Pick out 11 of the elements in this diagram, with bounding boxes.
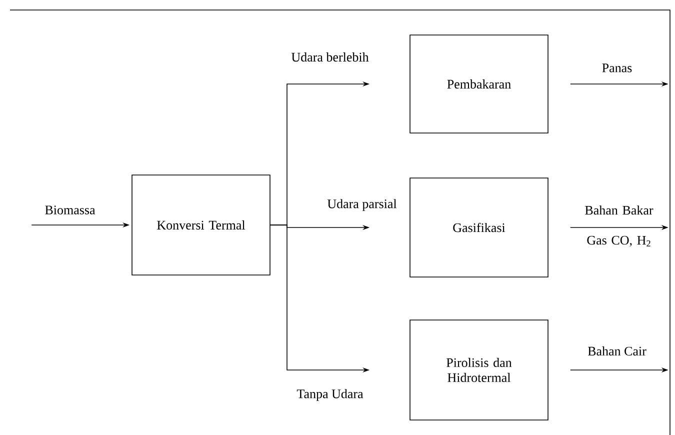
edge-label: Biomassa <box>45 206 96 214</box>
edge-label: Bahan Cair <box>588 346 646 356</box>
edge-label: Tanpa Udara <box>296 389 364 401</box>
process-box: Gasifikasi <box>410 178 548 278</box>
edge-label: Udara berlebih <box>291 52 369 62</box>
edge-label: Panas <box>602 64 632 72</box>
process-box: Konversi Termal <box>132 174 270 276</box>
edge-label: Udara parsial <box>327 199 397 211</box>
edge-label: Bahan Bakar Gas CO, H$_{2}$ <box>585 205 654 246</box>
process-box: Pirolisis dan Hidrotermal <box>410 320 548 420</box>
process-box: Pembakaran <box>410 34 548 134</box>
